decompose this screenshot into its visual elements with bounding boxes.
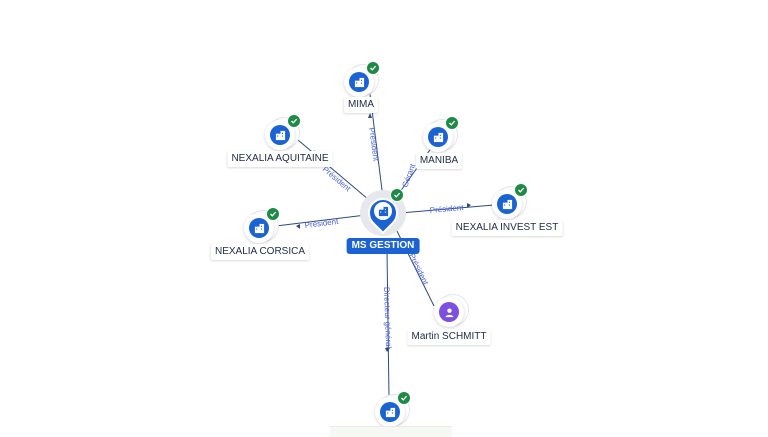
- verified-check-icon: [390, 188, 404, 202]
- node-label-nexalia-corsica[interactable]: NEXALIA CORSICA: [210, 244, 310, 260]
- center-node-label[interactable]: MS GESTION: [346, 238, 420, 254]
- building-icon: [497, 194, 517, 214]
- arrow-corsica: [296, 224, 300, 229]
- center-node[interactable]: [360, 188, 406, 236]
- node-label-nexalia-invest-est[interactable]: NEXALIA INVEST EST: [451, 220, 563, 236]
- edge-label-martin-schmitt: Président: [407, 252, 430, 287]
- edge-nexalia-invest-est: [399, 204, 495, 214]
- building-icon: [349, 72, 369, 92]
- edge-label-bottom-company: Directeur général: [382, 287, 393, 349]
- edge-bottom-company: [386, 249, 390, 399]
- edge-label-nexalia-aquitaine: Président: [321, 165, 353, 194]
- person-icon: [439, 302, 459, 322]
- node-bottom-company[interactable]: [375, 391, 411, 427]
- node-martin-schmitt[interactable]: [434, 294, 469, 327]
- verified-check-icon: [287, 114, 301, 128]
- edge-nexalia-aquitaine: [297, 139, 376, 206]
- node-nexalia-aquitaine[interactable]: [265, 114, 301, 150]
- node-label-maniba[interactable]: MANIBA: [415, 153, 463, 169]
- node-maniba[interactable]: [423, 116, 459, 152]
- arrow-invest-est: [467, 203, 471, 208]
- edge-nexalia-corsica: [275, 214, 367, 227]
- building-icon: [249, 218, 269, 238]
- node-nexalia-invest-est[interactable]: [492, 183, 528, 219]
- edge-label-mima: Président: [367, 127, 381, 162]
- edge-label-nexalia-corsica: Président: [304, 217, 339, 230]
- verified-check-icon: [445, 116, 459, 130]
- building-icon: [270, 125, 290, 145]
- building-icon: [374, 202, 392, 220]
- verified-check-icon: [397, 391, 411, 405]
- node-nexalia-corsica[interactable]: [244, 207, 280, 243]
- node-label-mima[interactable]: MIMA: [343, 97, 379, 113]
- node-label-nexalia-aquitaine[interactable]: NEXALIA AQUITAINE: [227, 151, 333, 167]
- verified-check-icon: [366, 61, 380, 75]
- building-icon: [428, 127, 448, 147]
- verified-check-icon: [266, 207, 280, 221]
- arrow-bottom: [385, 348, 390, 352]
- edge-label-nexalia-invest-est: Président: [429, 203, 464, 215]
- arrow-mima: [368, 113, 372, 118]
- node-label-martin-schmitt[interactable]: Martin SCHMITT: [407, 329, 491, 345]
- verified-check-icon: [514, 183, 528, 197]
- building-icon: [380, 402, 400, 422]
- node-mima[interactable]: [344, 61, 380, 97]
